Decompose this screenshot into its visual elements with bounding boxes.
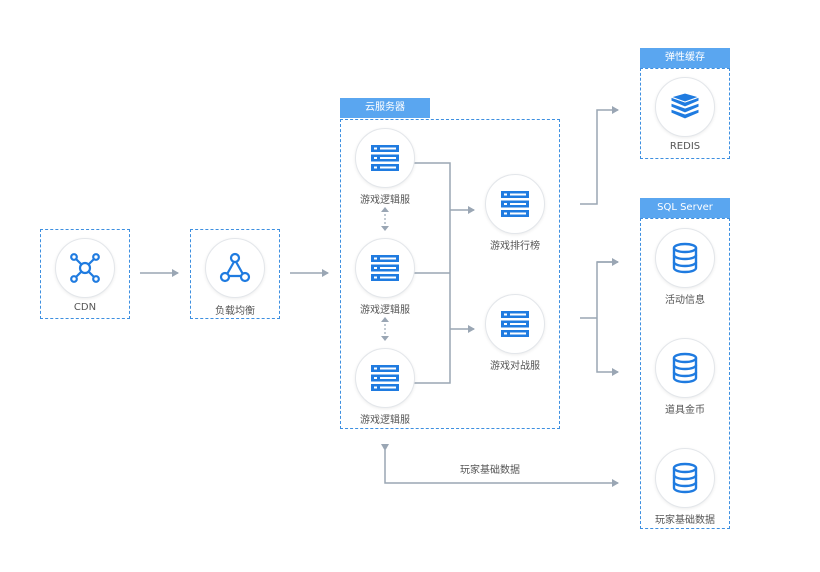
arrow-to-redis — [580, 106, 619, 205]
db-label-player: 玩家基础数据 — [655, 515, 715, 526]
redis-label: REDIS — [669, 141, 701, 152]
logic-server-label-3: 游戏逻辑服 — [360, 415, 410, 426]
ranking-label: 游戏排行榜 — [490, 241, 540, 252]
logic-server-label-1: 游戏逻辑服 — [360, 195, 410, 206]
arrow-player-data-link — [381, 444, 619, 487]
load-balancer-label: 负载均衡 — [215, 306, 255, 317]
ranking-node[interactable] — [485, 174, 545, 234]
cdn-label: CDN — [73, 302, 97, 313]
cdn-node[interactable] — [55, 238, 115, 298]
logic-server-label-2: 游戏逻辑服 — [360, 305, 410, 316]
database-icon — [672, 242, 698, 274]
sql-group-title: SQL Server — [640, 198, 730, 218]
db-node-player[interactable] — [655, 448, 715, 508]
stack-layers-icon — [669, 92, 701, 120]
db-node-activity[interactable] — [655, 228, 715, 288]
server-icon — [371, 365, 399, 391]
load-balancer-box — [190, 229, 280, 319]
redis-node[interactable] — [655, 77, 715, 137]
server-icon — [371, 145, 399, 171]
player-data-link-label: 玩家基础数据 — [460, 465, 520, 476]
server-icon — [371, 255, 399, 281]
battle-label: 游戏对战服 — [490, 361, 540, 372]
redis-box — [640, 68, 730, 159]
battle-node[interactable] — [485, 294, 545, 354]
sql-box — [640, 218, 730, 529]
cdn-box — [40, 229, 130, 319]
server-icon — [501, 191, 529, 217]
redis-group-title: 弹性缓存 — [640, 48, 730, 68]
network-hub-icon — [70, 253, 100, 283]
load-balancer-node[interactable] — [205, 238, 265, 298]
cloud-server-title: 云服务器 — [340, 98, 430, 118]
arrow-to-sql — [580, 261, 618, 372]
server-icon — [501, 311, 529, 337]
db-label-items: 道具金币 — [665, 405, 705, 416]
db-node-items[interactable] — [655, 338, 715, 398]
logic-server-node-1[interactable] — [355, 128, 415, 188]
logic-server-node-2[interactable] — [355, 238, 415, 298]
triangle-nodes-icon — [219, 252, 251, 283]
cloud-server-box — [340, 119, 560, 429]
database-icon — [672, 462, 698, 494]
db-label-activity: 活动信息 — [665, 295, 705, 306]
logic-server-node-3[interactable] — [355, 348, 415, 408]
database-icon — [672, 352, 698, 384]
